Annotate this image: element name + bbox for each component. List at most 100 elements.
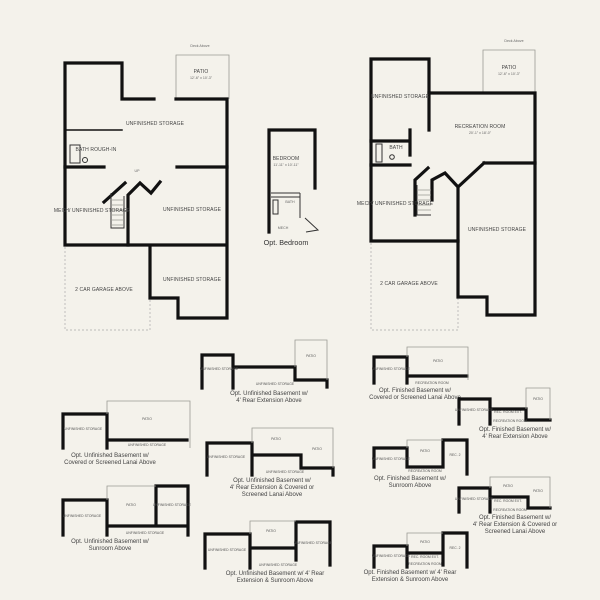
room-label: PATIO	[306, 354, 316, 358]
room-label: RECREATION ROOM	[408, 469, 442, 473]
room-dims-patio: 12'-6" x 10'-3"	[190, 76, 213, 80]
exterior-wall	[63, 61, 229, 320]
room-label: PATIO	[266, 529, 276, 533]
room-label: UNFINISHED STORAGE	[207, 455, 246, 459]
wall	[457, 397, 552, 426]
option-title-line: Opt. Finished Basement w/ 4' Rear	[364, 570, 457, 576]
toilet-icon	[82, 157, 88, 163]
stairs	[110, 193, 125, 229]
room-label: REC. ROOM EXT.	[411, 555, 439, 559]
room-dims-bedroom: 11'-11" x 10'-11"	[273, 163, 299, 167]
room-label: PATIO	[503, 484, 513, 488]
room-label: RECREATION ROOM	[408, 562, 442, 566]
room-label: PATIO	[420, 449, 430, 453]
wall	[372, 438, 469, 476]
option-title-line: Opt. Unfinished Basement w/	[233, 478, 311, 484]
option-title: Opt. Finished Basement w/Covered or Scre…	[369, 388, 461, 401]
option-title-line: 4' Rear Extension & Covered or	[473, 522, 557, 528]
room-label: PATIO	[126, 503, 136, 507]
option-title-line: Covered or Screened Lanai Above	[369, 395, 461, 401]
room-label: UNFINISHED STORAGE	[64, 427, 103, 431]
unfinished-basement-plan: Deck Above PATIO 12'-6" x 10'-3" UNFINIS…	[54, 44, 230, 331]
outline	[251, 427, 334, 468]
room-label: UNFINISHED STORAGE	[294, 541, 333, 545]
option-unfinished-4ft-extension-sunroom: UNFINISHED STORAGE PATIO UNFINISHED STOR…	[203, 520, 333, 584]
room-label-patio: PATIO	[502, 65, 517, 71]
room-label: REC. ROOM EXT.	[494, 499, 522, 503]
option-unfinished-lanai: UNFINISHED STORAGE PATIO UNFINISHED STOR…	[61, 400, 191, 466]
room-label-patio: PATIO	[194, 69, 209, 75]
room-label-recreation-room: RECREATION ROOM	[455, 124, 506, 130]
option-title-line: Screened Lanai Above	[485, 529, 546, 535]
wall	[457, 486, 552, 514]
toilet-icon	[389, 154, 395, 160]
option-title: Opt. Unfinished Basement w/Sunroom Above	[71, 539, 149, 552]
outline	[489, 476, 551, 508]
option-title-line: 4' Rear Extension Above	[482, 434, 548, 440]
option-finished-4ft-extension: UNFINISHED STORAGE REC. ROOM EXT. PATIO …	[455, 387, 552, 440]
wall	[200, 353, 329, 390]
room-label: PATIO	[420, 540, 430, 544]
option-title: Opt. Unfinished Basement w/4' Rear Exten…	[230, 391, 308, 404]
option-title-line: Opt. Unfinished Basement w/	[230, 391, 308, 397]
wall	[372, 355, 469, 385]
room-label: UNFINISHED STORAGE	[455, 408, 494, 412]
option-unfinished-4ft-extension: UNFINISHED STORAGE PATIO UNFINISHED STOR…	[200, 339, 329, 404]
patio-outline	[482, 49, 536, 93]
room-label: PATIO	[533, 489, 543, 493]
room-label: UNFINISHED STORAGE	[200, 367, 239, 371]
room-label: PATIO	[533, 397, 543, 401]
room-label: REC. 2	[450, 546, 461, 550]
option-title: Opt. Finished Basement w/4' Rear Extensi…	[473, 515, 557, 535]
option-title-line: Opt. Finished Basement w/	[479, 515, 551, 521]
garage-outline	[64, 244, 151, 331]
outline	[106, 400, 191, 448]
room-label: RECREATION ROOM	[493, 419, 527, 423]
option-finished-lanai: UNFINISHED STORAGE PATIO RECREATION ROOM…	[369, 346, 469, 401]
room-label-mech: MECH	[278, 226, 289, 230]
room-label: UNFINISHED STORAGE	[266, 470, 305, 474]
option-title-line: Sunroom Above	[89, 546, 132, 552]
patio-outline	[175, 54, 230, 99]
opt-bedroom-plan: BEDROOM 11'-11" x 10'-11" BATH MECH Opt.…	[264, 128, 320, 247]
room-label: UNFINISHED STORAGE	[128, 443, 167, 447]
room-label: PATIO	[433, 359, 443, 363]
room-label: PATIO	[142, 417, 152, 421]
option-unfinished-4ft-extension-lanai: UNFINISHED STORAGE PATIO PATIO UNFINISHE…	[205, 427, 335, 498]
room-label: UNFINISHED STORAGE	[256, 382, 295, 386]
room-label: UNFINISHED STORAGE	[372, 367, 411, 371]
option-unfinished-sunroom: UNFINISHED STORAGE PATIO UNFINISHED STOR…	[61, 484, 192, 552]
room-label-storage: UNFINISHED STORAGE	[163, 277, 222, 283]
room-label-bedroom: BEDROOM	[273, 156, 300, 162]
room-label-storage: UNFINISHED STORAGE	[163, 207, 222, 213]
option-title-line: Opt. Finished Basement w/	[374, 476, 446, 482]
option-finished-4ft-extension-sunroom: UNFINISHED STORAGE PATIO REC. ROOM EXT. …	[364, 531, 469, 583]
room-label-bath: BATH ROUGH-IN	[76, 147, 117, 153]
room-label: REC. 2	[450, 453, 461, 457]
room-label-storage: UNFINISHED STORAGE	[468, 227, 527, 233]
outline	[110, 193, 125, 229]
wall	[61, 484, 190, 537]
option-title-line: 4' Rear Extension & Covered or	[230, 485, 314, 491]
option-title-line: Opt. Finished Basement w/	[479, 427, 551, 433]
room-label: UNFINISHED STORAGE	[208, 548, 247, 552]
room-label: UNFINISHED STORAGE	[63, 514, 102, 518]
room-label-bath: BATH	[285, 200, 295, 204]
interior-wall	[369, 91, 537, 243]
room-label-bath: BATH	[389, 145, 403, 151]
room-dims-recreation-room: 20'-1" x 18'-0"	[469, 131, 492, 135]
room-label-storage: UNFINISHED STORAGE	[371, 94, 430, 100]
room-label: REC. ROOM EXT.	[494, 410, 522, 414]
option-finished-sunroom: UNFINISHED STORAGE PATIO REC. 2 RECREATI…	[372, 438, 469, 489]
wall	[372, 531, 469, 569]
room-label-mech: MECH/ UNFINISHED STORAGE	[357, 201, 434, 207]
option-title-line: Sunroom Above	[389, 483, 432, 489]
option-title: Opt. Unfinished Basement w/Covered or Sc…	[64, 453, 156, 466]
option-title: Opt. Bedroom	[264, 238, 309, 247]
room-label-storage: UNFINISHED STORAGE	[126, 121, 185, 127]
room-dims-patio: 12'-6" x 10'-3"	[498, 72, 521, 76]
